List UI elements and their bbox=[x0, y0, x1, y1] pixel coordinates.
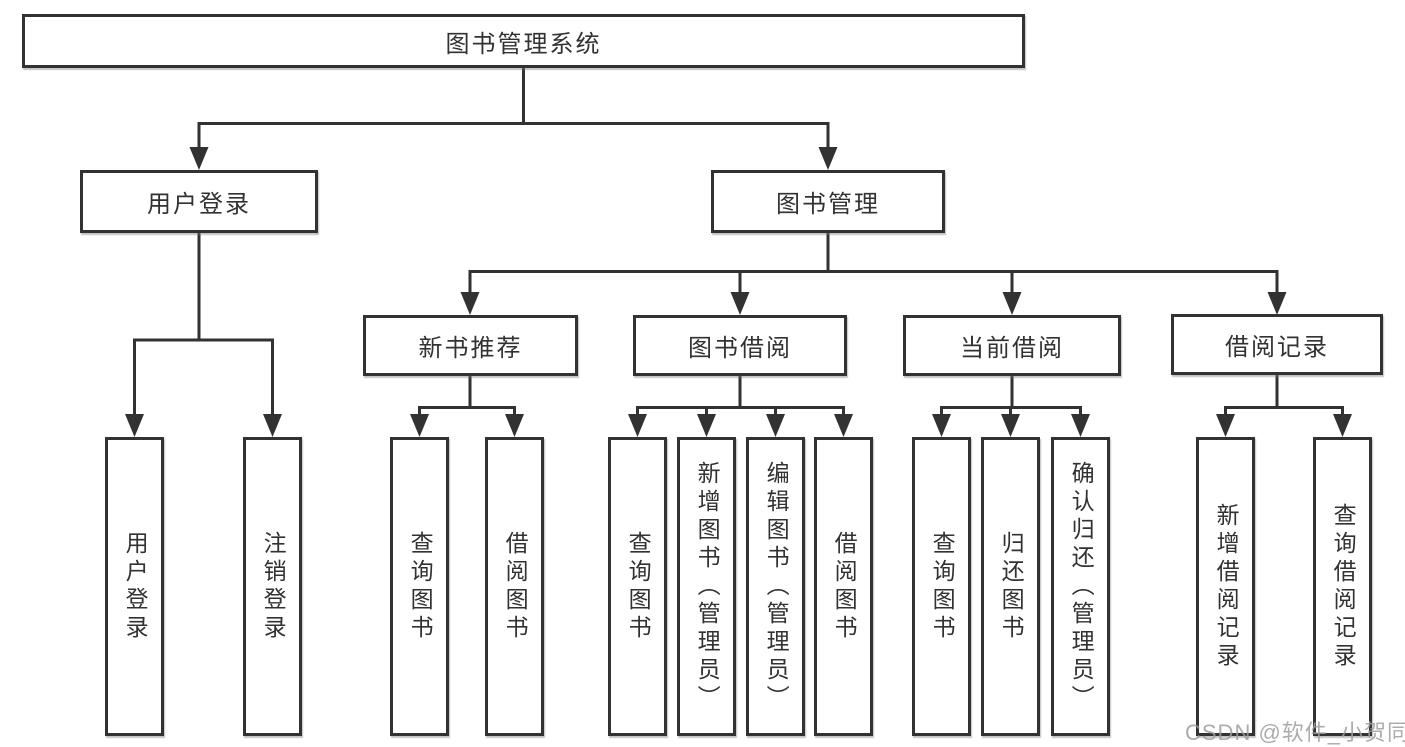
arrowhead-down-icon bbox=[1216, 414, 1235, 437]
leaf-edit-book-admin: 编辑图书（管理员） bbox=[746, 437, 805, 736]
node-book-management-label: 图书管理 bbox=[776, 191, 880, 218]
arrowhead-down-icon bbox=[766, 414, 785, 437]
arrowhead-down-icon bbox=[189, 147, 209, 170]
leaf-query-books-current: 查询图书 bbox=[912, 437, 971, 736]
leaf-add-borrow-record: 新增借阅记录 bbox=[1196, 437, 1255, 736]
node-new-book-recommend: 新书推荐 bbox=[363, 315, 578, 376]
leaf-user-login: 用户登录 bbox=[105, 437, 164, 736]
leaf-query-books-recommend-label: 查询图书 bbox=[407, 530, 434, 643]
arrowhead-down-icon bbox=[730, 292, 750, 315]
arrowhead-down-icon bbox=[1267, 292, 1287, 315]
leaf-add-book-admin: 新增图书（管理员） bbox=[677, 437, 736, 736]
arrowhead-down-icon bbox=[834, 414, 853, 437]
leaf-borrow-books-recommend: 借阅图书 bbox=[485, 437, 544, 736]
node-root-label: 图书管理系统 bbox=[445, 30, 602, 58]
leaf-query-books-borrowing: 查询图书 bbox=[608, 437, 667, 736]
leaf-query-books-recommend: 查询图书 bbox=[390, 437, 449, 736]
node-new-book-recommend-label: 新书推荐 bbox=[418, 335, 523, 362]
arrowhead-down-icon bbox=[1002, 292, 1022, 315]
watermark: CSDN @软件_小贺同学 bbox=[1185, 720, 1405, 745]
node-user-login-label: 用户登录 bbox=[147, 191, 251, 218]
arrowhead-down-icon bbox=[1333, 414, 1352, 437]
arrowhead-down-icon bbox=[460, 292, 480, 315]
leaf-return-books-label: 归还图书 bbox=[998, 530, 1025, 643]
arrowhead-down-icon bbox=[1001, 414, 1020, 437]
arrowhead-down-icon bbox=[932, 414, 951, 437]
arrowhead-down-icon bbox=[410, 414, 429, 437]
arrowhead-down-icon bbox=[263, 414, 282, 437]
leaf-edit-book-admin-label: 编辑图书（管理员） bbox=[763, 460, 790, 713]
leaf-confirm-return-admin: 确认归还（管理员） bbox=[1051, 437, 1110, 736]
leaf-query-books-borrowing-label: 查询图书 bbox=[625, 530, 652, 643]
arrowhead-down-icon bbox=[125, 414, 144, 437]
arrowhead-down-icon bbox=[628, 414, 647, 437]
arrowhead-down-icon bbox=[505, 414, 524, 437]
leaf-return-books: 归还图书 bbox=[981, 437, 1040, 736]
node-book-borrowing-label: 图书借阅 bbox=[688, 335, 792, 362]
node-book-borrowing: 图书借阅 bbox=[633, 315, 847, 376]
leaf-confirm-return-admin-label: 确认归还（管理员） bbox=[1068, 460, 1095, 713]
node-borrowing-records: 借阅记录 bbox=[1171, 314, 1383, 375]
leaf-query-books-current-label: 查询图书 bbox=[929, 530, 956, 643]
arrowhead-down-icon bbox=[818, 147, 838, 170]
leaf-add-book-admin-label: 新增图书（管理员） bbox=[694, 460, 721, 713]
node-current-borrowing-label: 当前借阅 bbox=[960, 335, 1064, 362]
node-user-login: 用户登录 bbox=[80, 170, 318, 233]
leaf-borrow-books-borrowing-label: 借阅图书 bbox=[831, 530, 858, 643]
leaf-borrow-books-borrowing: 借阅图书 bbox=[814, 437, 873, 736]
leaf-add-borrow-record-label: 新增借阅记录 bbox=[1213, 502, 1240, 671]
node-current-borrowing: 当前借阅 bbox=[903, 315, 1121, 376]
leaf-borrow-books-recommend-label: 借阅图书 bbox=[502, 530, 529, 643]
arrowhead-down-icon bbox=[697, 414, 716, 437]
leaf-logout-login: 注销登录 bbox=[243, 437, 302, 736]
node-book-management: 图书管理 bbox=[711, 170, 945, 233]
arrowhead-down-icon bbox=[1071, 414, 1090, 437]
leaf-query-borrow-record-label: 查询借阅记录 bbox=[1330, 502, 1357, 671]
node-root: 图书管理系统 bbox=[22, 14, 1025, 68]
leaf-user-login-label: 用户登录 bbox=[122, 530, 149, 643]
leaf-query-borrow-record: 查询借阅记录 bbox=[1313, 437, 1372, 736]
node-borrowing-records-label: 借阅记录 bbox=[1225, 334, 1329, 361]
leaf-logout-login-label: 注销登录 bbox=[260, 530, 287, 643]
